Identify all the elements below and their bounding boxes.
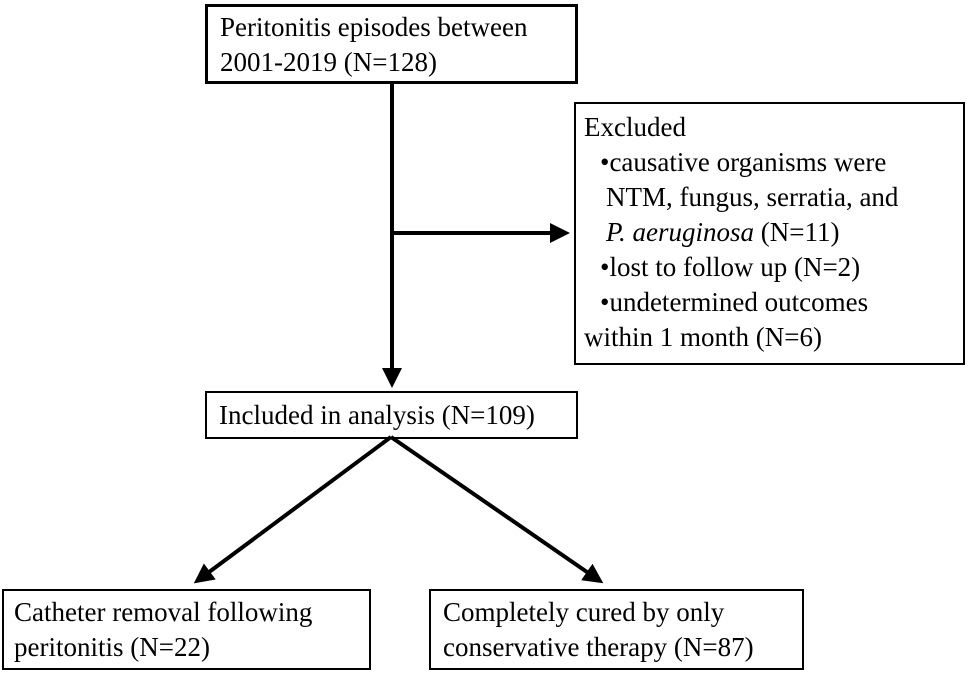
- arrow-included-to-conservative-therapy: [389, 435, 604, 584]
- node-catheter-removal-line1: Catheter removal following: [14, 597, 313, 627]
- excluded-bullet1-line1: •causative organisms were: [600, 147, 887, 177]
- arrow-included-to-catheter-removal: [193, 435, 393, 584]
- node-peritonitis-episodes: Peritonitis episodes between 2001-2019 (…: [205, 4, 578, 84]
- node-conservative-therapy-line2: conservative therapy (N=87): [443, 632, 754, 662]
- excluded-bullet2: •lost to follow up (N=2): [600, 252, 861, 282]
- node-catheter-removal-line2: peritonitis (N=22): [14, 632, 210, 662]
- excluded-bullet1-line3-rest: (N=11): [754, 217, 840, 247]
- node-catheter-removal: Catheter removal following peritonitis (…: [2, 589, 371, 670]
- node-peritonitis-episodes-line2: 2001-2019 (N=128): [220, 47, 437, 77]
- excluded-title: Excluded: [584, 112, 686, 142]
- species-name-italic: P. aeruginosa: [606, 217, 755, 247]
- node-conservative-therapy-line1: Completely cured by only: [443, 597, 725, 627]
- excluded-bullet3-line1: •undetermined outcomes: [600, 287, 869, 317]
- node-conservative-therapy: Completely cured by only conservative th…: [429, 589, 804, 670]
- node-peritonitis-episodes-line1: Peritonitis episodes between: [220, 12, 528, 42]
- node-excluded: Excluded •causative organisms were NTM, …: [574, 102, 965, 365]
- excluded-bullet1-line3: P. aeruginosa (N=11): [584, 215, 959, 250]
- excluded-bullet3-line2: within 1 month (N=6): [584, 322, 822, 352]
- node-included-in-analysis: Included in analysis (N=109): [205, 391, 578, 439]
- excluded-bullet1-line2: NTM, fungus, serratia, and: [606, 182, 899, 212]
- node-included-text: Included in analysis (N=109): [219, 400, 535, 430]
